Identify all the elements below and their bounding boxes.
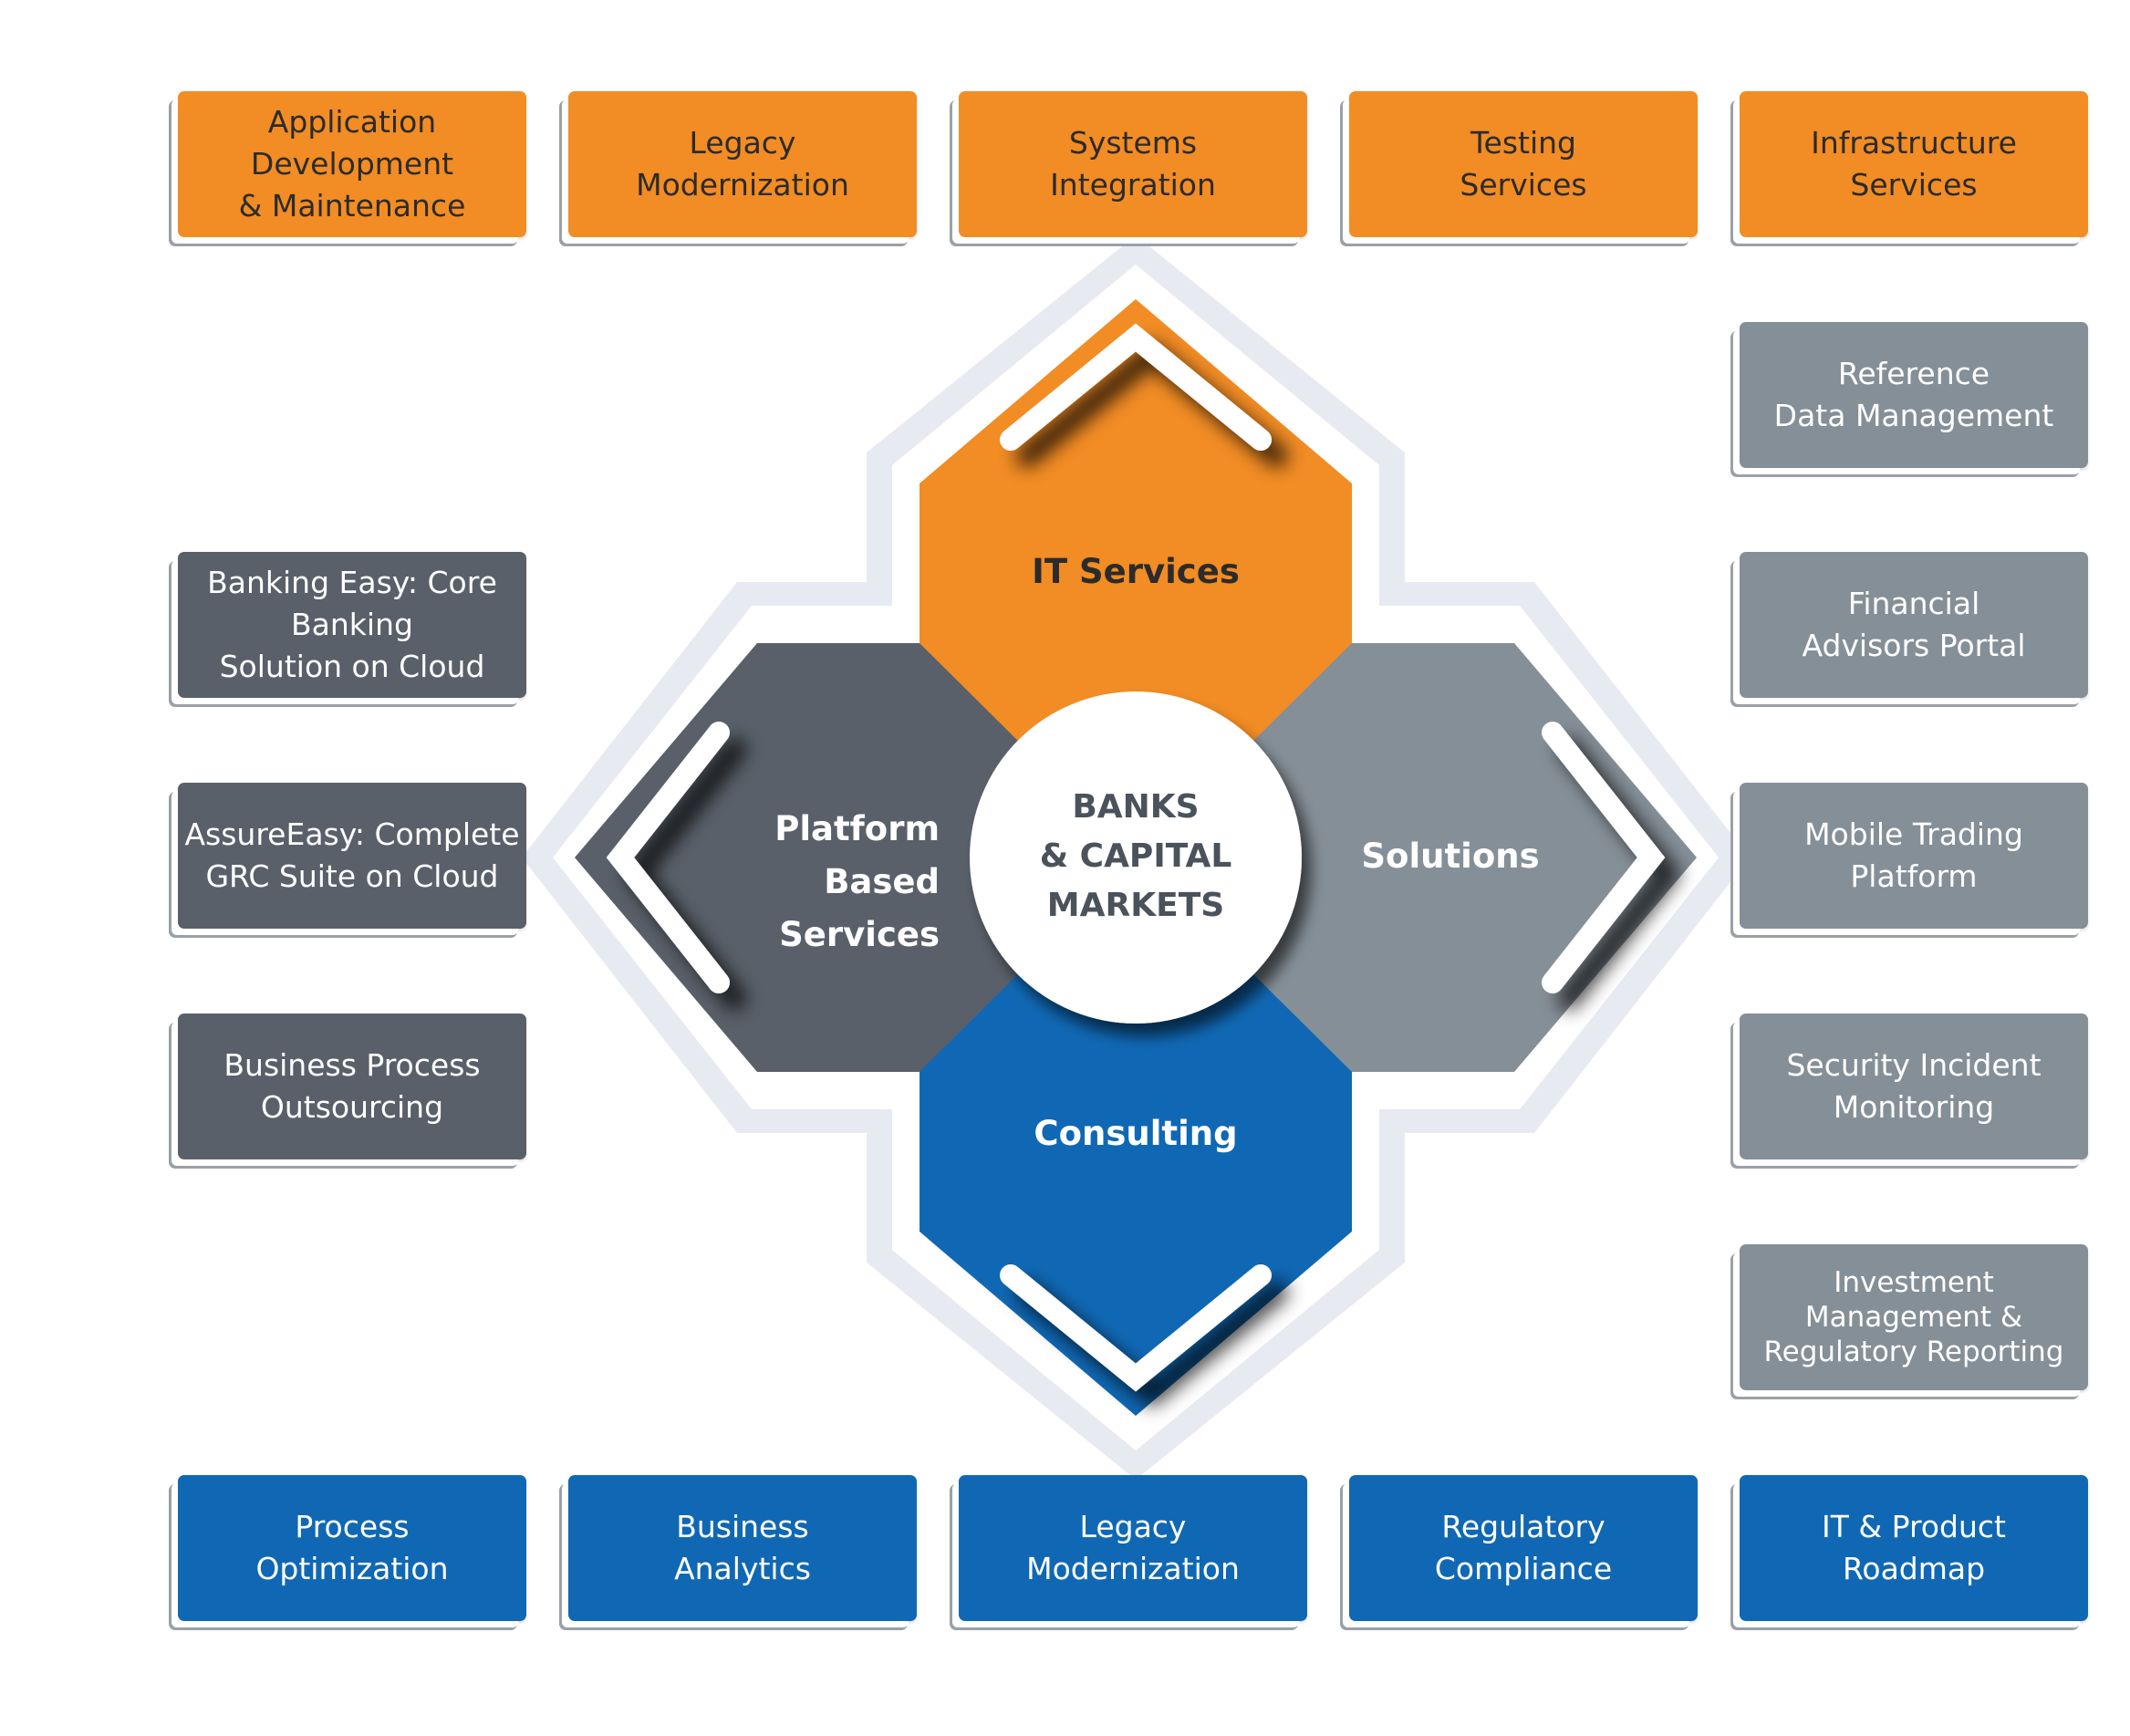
consulting-label: IT & Product Roadmap [1822,1509,2006,1586]
it-service-card[interactable]: Infrastructure Services [1740,91,2088,237]
consulting-label: Regulatory Compliance [1434,1509,1613,1586]
solution-label: Reference Data Management [1773,356,2054,433]
chevron-left [606,722,730,993]
consulting-card[interactable]: Regulatory Compliance [1349,1475,1698,1621]
chevron-bottom [1000,1264,1272,1392]
consulting-card[interactable]: IT & Product Roadmap [1740,1475,2088,1621]
it-service-label: Legacy Modernization [636,125,849,203]
center-circle [970,691,1302,1024]
consulting-label: Business Analytics [674,1509,811,1586]
segment-label-platform-based-services: Platform Based Services [774,809,940,954]
it-service-label: Systems Integration [1050,125,1216,203]
segment-label-solutions: Solutions [1361,837,1540,876]
chevron-right [1542,722,1666,993]
solution-card[interactable]: Mobile Trading Platform [1740,783,2088,929]
solution-card[interactable]: Financial Advisors Portal [1740,552,2088,698]
solution-card[interactable]: Investment Management & Regulatory Repor… [1740,1244,2088,1390]
solution-label: Mobile Trading Platform [1804,816,2023,894]
platform-service-label: Business Process Outsourcing [223,1047,481,1125]
solution-label: Financial Advisors Portal [1802,586,2026,663]
segment-label-consulting: Consulting [1034,1114,1238,1153]
platform-service-label: AssureEasy: Complete GRC Suite on Cloud [184,816,520,894]
it-service-label: Testing Services [1460,125,1587,203]
it-service-label: Infrastructure Services [1811,125,2017,203]
platform-service-label: Banking Easy: Core Banking Solution on C… [207,565,497,684]
it-service-card[interactable]: Application Development & Maintenance [178,91,526,237]
platform-service-card[interactable]: Banking Easy: Core Banking Solution on C… [178,552,526,698]
consulting-card[interactable]: Legacy Modernization [959,1475,1307,1621]
segment-label-it-services: IT Services [1032,552,1240,591]
chevron-top [1000,323,1272,451]
consulting-card[interactable]: Business Analytics [568,1475,917,1621]
it-service-card[interactable]: Systems Integration [959,91,1307,237]
it-service-card[interactable]: Testing Services [1349,91,1698,237]
consulting-card[interactable]: Process Optimization [178,1475,526,1621]
it-service-label: Application Development & Maintenance [238,104,466,223]
solution-label: Security Incident Monitoring [1786,1047,2042,1125]
platform-service-card[interactable]: Business Process Outsourcing [178,1014,526,1159]
solution-label: Investment Management & Regulatory Repor… [1763,1266,2064,1368]
center-label: BANKS & CAPITAL MARKETS [1039,788,1232,924]
consulting-label: Legacy Modernization [1026,1509,1240,1586]
consulting-label: Process Optimization [255,1509,449,1586]
solution-card[interactable]: Security Incident Monitoring [1740,1014,2088,1159]
platform-service-card[interactable]: AssureEasy: Complete GRC Suite on Cloud [178,783,526,929]
it-service-card[interactable]: Legacy Modernization [568,91,917,237]
solution-card[interactable]: Reference Data Management [1740,322,2088,468]
